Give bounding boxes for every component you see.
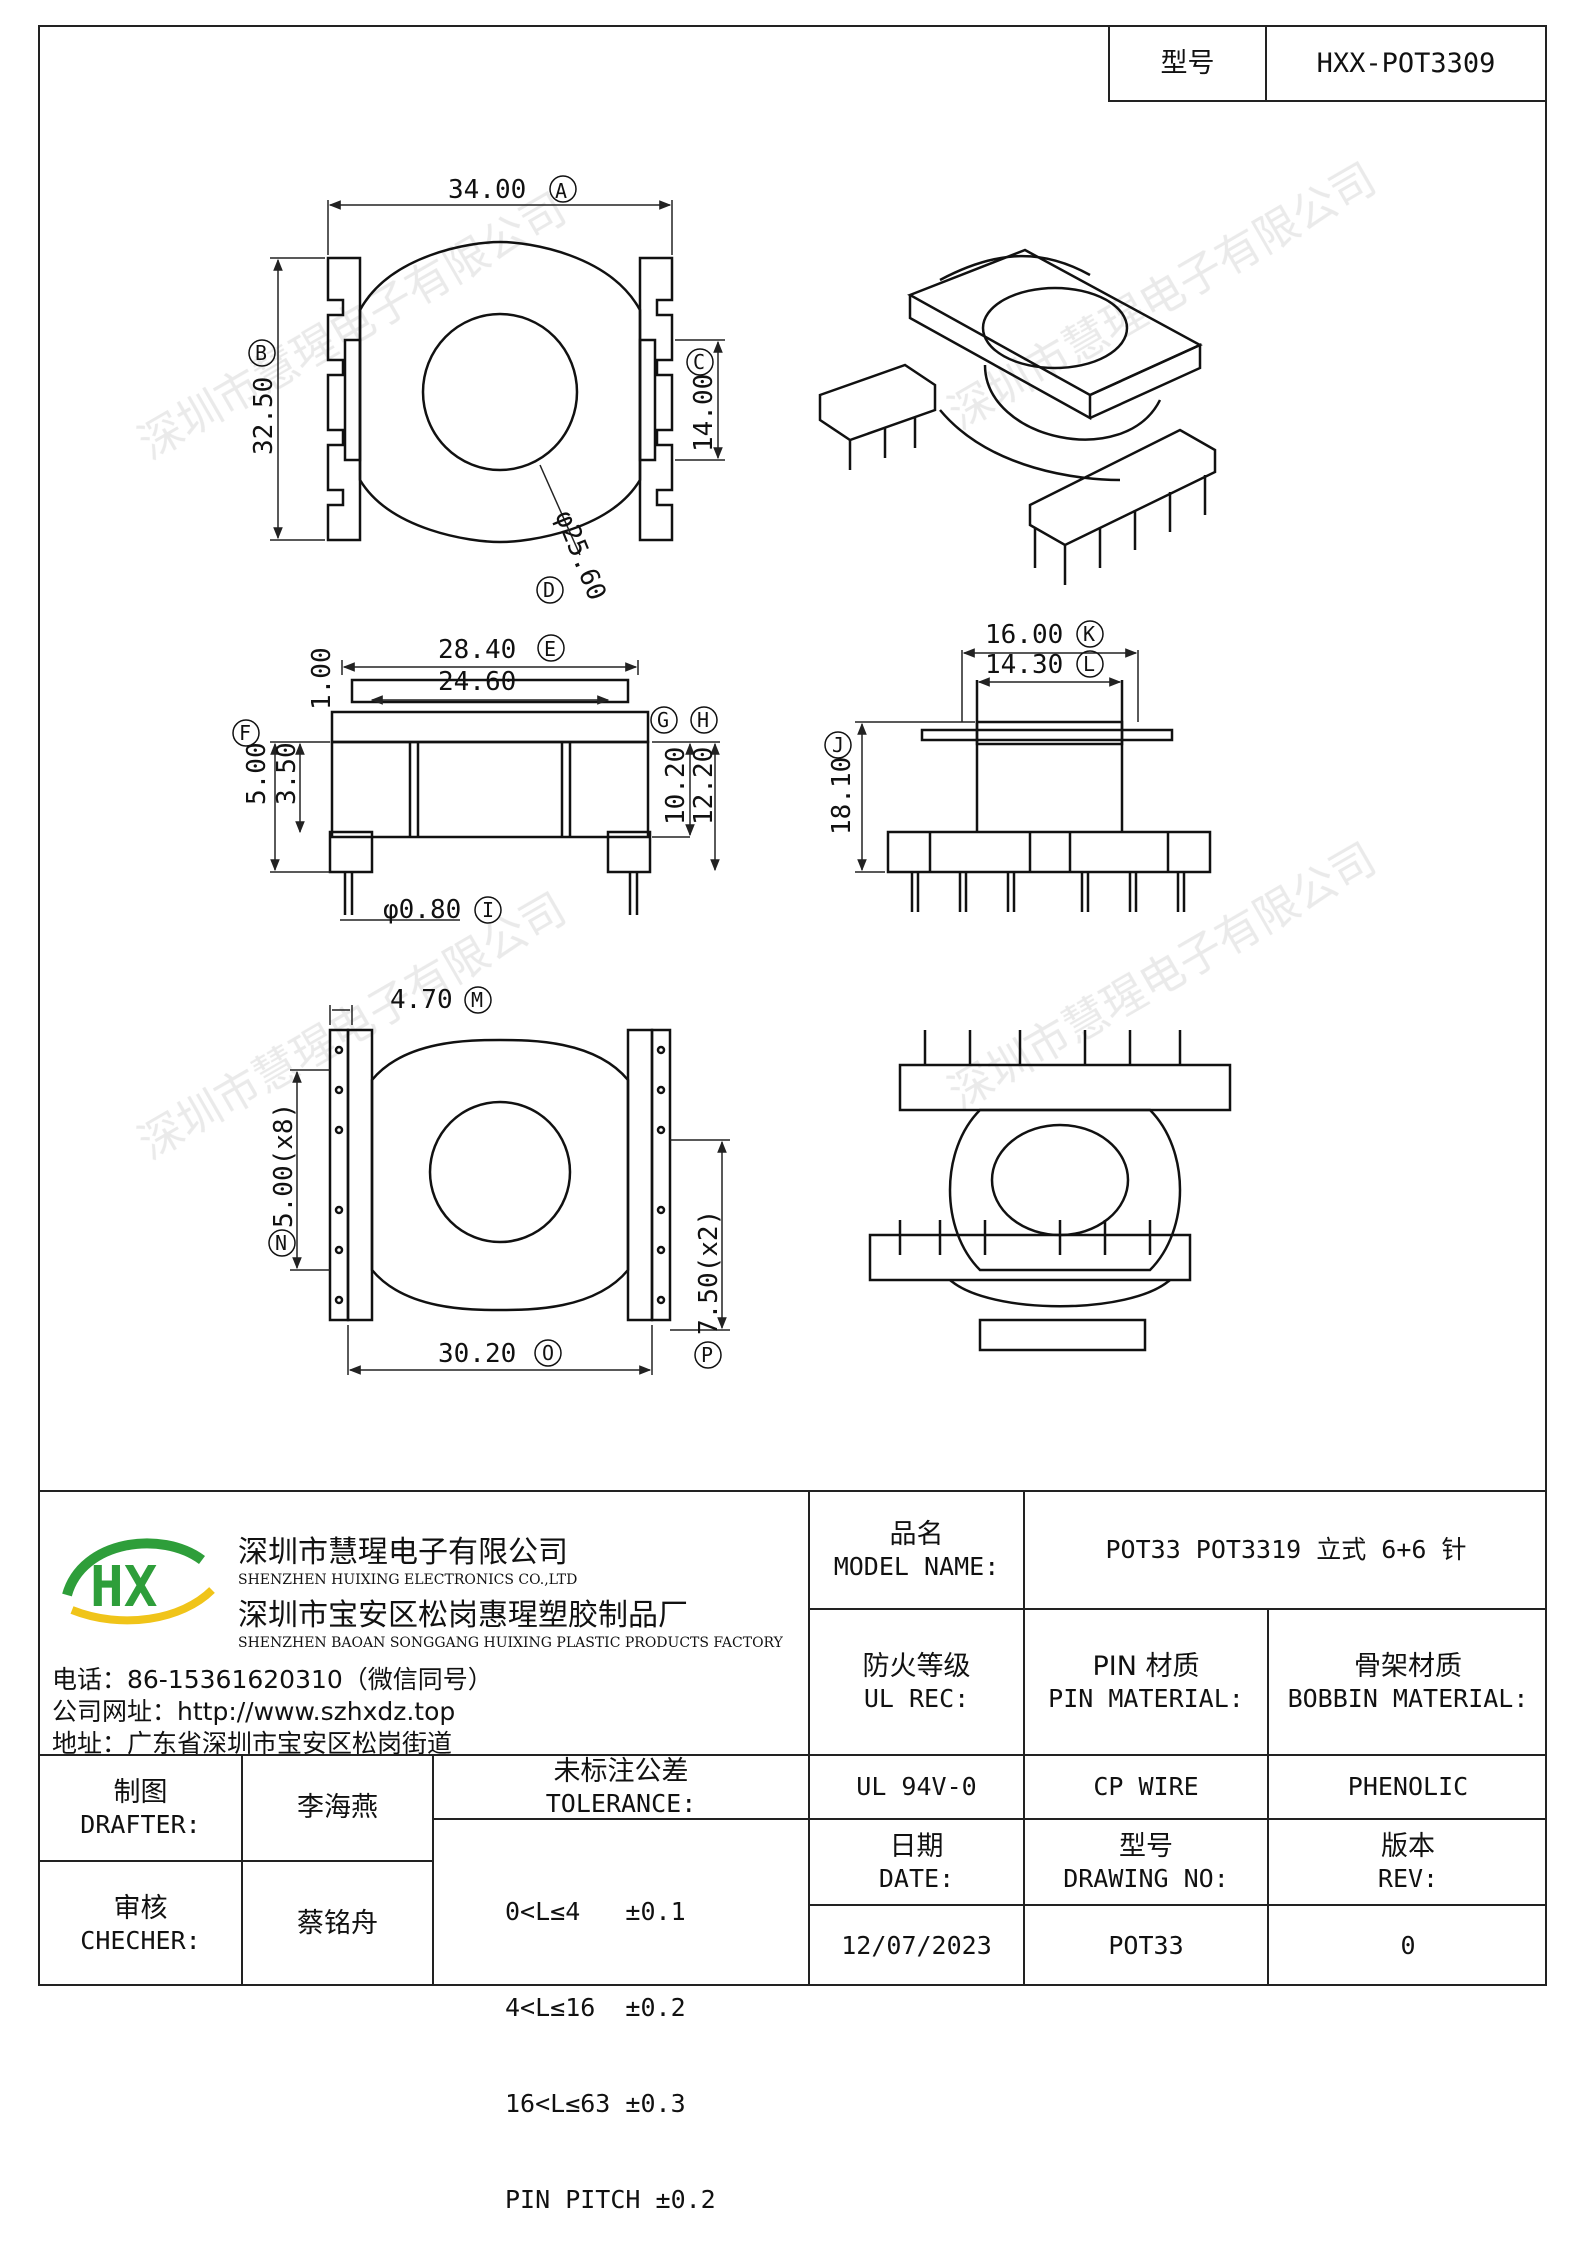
drawing-no-value: POT33 [1108, 1931, 1184, 1961]
dim-O: 30.20 [438, 1339, 516, 1369]
tolerance-row-3: 16<L≤63 ±0.3 [505, 2089, 686, 2118]
company-website: 公司网址：http://www.szhxdz.top [52, 1697, 456, 1726]
dim-3-50: 3.50 [272, 742, 302, 805]
model-header-value: HXX-POT3309 [1316, 47, 1496, 79]
front-view [886, 680, 1212, 912]
dim-M: 4.70 [390, 985, 453, 1015]
tolerance-row-1: 0<L≤4 ±0.1 [505, 1897, 686, 1926]
watermark-1: 深圳市慧瑆电子有限公司 [130, 183, 575, 469]
dim-I: φ0.80 [383, 895, 461, 925]
bobbin-material-value: PHENOLIC [1347, 1772, 1469, 1802]
model-header-box: 型号 HXX-POT3309 [1108, 25, 1547, 102]
bottom-view-dims [290, 1005, 730, 1375]
dim-N: 5.00(x8) [269, 1103, 299, 1228]
dim-L: 14.30 [985, 650, 1063, 680]
dim-G-tag: G [657, 708, 669, 732]
checker-value: 蔡铭舟 [297, 1908, 378, 1940]
watermark-3: 深圳市慧瑆电子有限公司 [130, 883, 575, 1169]
front-view-labels: 16.00 K 14.30 L 18.10 J [824, 620, 1104, 835]
dim-D: φ25.60 [549, 506, 612, 604]
dim-E: 28.40 [438, 635, 516, 665]
top-view-dims [270, 200, 725, 556]
dim-A-tag: A [555, 179, 567, 203]
ul-label: 防火等级 UL REC: [862, 1650, 971, 1714]
side-view-labels: 28.40 E 24.60 1.00 5.00 F 3.50 G H 10.20… [232, 634, 719, 925]
pin-material-label: PIN 材质 PIN MATERIAL: [1048, 1650, 1244, 1714]
dim-H-tag: H [697, 708, 709, 732]
rev-label: 版本 REV: [1377, 1830, 1439, 1894]
checker-label: 审核 CHECHER: [80, 1892, 201, 1956]
rev-value: 0 [1400, 1931, 1416, 1961]
technical-drawing: 深圳市慧瑆电子有限公司 深圳市慧瑆电子有限公司 深圳市慧瑆电子有限公司 深圳市慧… [130, 153, 1385, 1375]
watermark-2: 深圳市慧瑆电子有限公司 [940, 153, 1385, 439]
company-name-cn: 深圳市慧瑆电子有限公司 [238, 1535, 568, 1570]
dim-F: 5.00 [242, 742, 272, 805]
top-view [326, 240, 674, 544]
dim-top-h: 1.00 [307, 647, 337, 710]
tolerance-label: 未标注公差 TOLERANCE: [545, 1755, 697, 1819]
bottom-view [328, 1028, 672, 1322]
dim-J-tag: J [832, 733, 844, 757]
front-view-dims [855, 648, 1139, 873]
tolerance-list: 0<L≤4 ±0.1 4<L≤16 ±0.2 16<L≤63 ±0.3 PIN … [505, 1832, 716, 2248]
model-name-value: POT33 POT3319 立式 6+6 针 [1105, 1535, 1467, 1565]
bottom-view-labels: 4.70 M 5.00(x8) N 30.20 O 7.50(x2) P [268, 985, 724, 1369]
dim-B: 32.50 [249, 377, 279, 455]
dim-M-tag: M [471, 988, 483, 1012]
dim-P-tag: P [701, 1343, 713, 1367]
ul-value: UL 94V-0 [856, 1772, 977, 1802]
drafter-label: 制图 DRAFTER: [80, 1776, 201, 1840]
company-logo: HX [52, 1520, 222, 1630]
factory-name-cn: 深圳市宝安区松岗惠瑆塑胶制品厂 [238, 1598, 688, 1633]
model-header-label: 型号 [1160, 47, 1215, 79]
dim-C-tag: C [693, 350, 705, 374]
side-view [328, 678, 652, 915]
dim-I-tag: I [482, 898, 494, 922]
dim-inner-width: 24.60 [438, 667, 516, 697]
company-address: 地址：广东省深圳市宝安区松岗街道 [52, 1729, 453, 1758]
drafter-value: 李海燕 [297, 1792, 378, 1824]
side-view-dims [270, 660, 720, 921]
company-phone: 电话：86-15361620310（微信同号） [52, 1665, 493, 1694]
dim-K-tag: K [1083, 622, 1095, 646]
dim-F-tag: F [239, 721, 251, 745]
drawing-frame [38, 25, 1547, 1986]
factory-name-en: SHENZHEN BAOAN SONGGANG HUIXING PLASTIC … [238, 1635, 783, 1651]
dim-B-tag: B [255, 341, 267, 365]
dim-J: 18.10 [827, 757, 857, 835]
dim-P: 7.50(x2) [694, 1210, 724, 1335]
tolerance-row-2: 4<L≤16 ±0.2 [505, 1993, 686, 2022]
drawing-no-label: 型号 DRAWING NO: [1063, 1830, 1229, 1894]
model-name-label: 品名 MODEL NAME: [833, 1518, 1000, 1582]
date-value: 12/07/2023 [841, 1931, 992, 1961]
titleblock-top-border [38, 1490, 1547, 1492]
tolerance-row-4: PIN PITCH ±0.2 [505, 2185, 716, 2214]
dim-10-20: 10.20 [661, 747, 691, 825]
dim-N-tag: N [275, 1231, 287, 1255]
company-name-en: SHENZHEN HUIXING ELECTRONICS CO.,LTD [238, 1572, 578, 1588]
dim-C: 14.00 [689, 374, 719, 452]
dim-A: 34.00 [448, 175, 526, 205]
dim-K: 16.00 [985, 620, 1063, 650]
company-section: HX 深圳市慧瑆电子有限公司 SHENZHEN HUIXING ELECTRON… [40, 1492, 808, 1764]
date-label: 日期 DATE: [878, 1830, 955, 1894]
dim-O-tag: O [542, 1341, 554, 1365]
dim-E-tag: E [544, 637, 556, 661]
watermark-4: 深圳市慧瑆电子有限公司 [940, 833, 1385, 1119]
isometric-bottom-view [868, 1030, 1232, 1352]
bobbin-material-label: 骨架材质 BOBBIN MATERIAL: [1287, 1650, 1529, 1714]
pin-material-value: CP WIRE [1093, 1772, 1199, 1802]
dim-12-20: 12.20 [689, 747, 719, 825]
isometric-top-view [818, 248, 1217, 585]
dim-D-tag: D [543, 578, 555, 602]
logo-text: HX [90, 1555, 157, 1620]
dim-L-tag: L [1083, 652, 1095, 676]
